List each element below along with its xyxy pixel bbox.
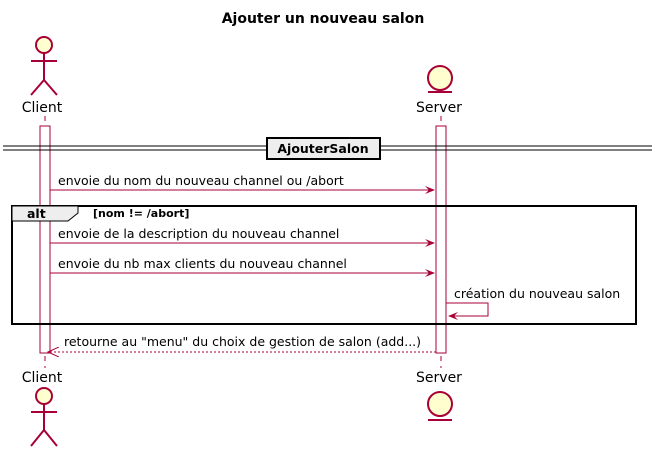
alt-fragment: alt [nom != /abort] <box>11 205 637 325</box>
alt-fragment-frame <box>11 205 637 325</box>
client-actor-top: Client <box>22 36 63 116</box>
alt-fragment-tab <box>11 205 79 222</box>
message-1-label: envoie du nom du nouveau channel ou /abo… <box>58 173 344 188</box>
message-5-label: retourne au "menu" du choix de gestion d… <box>64 334 421 349</box>
alt-guard: [nom != /abort] <box>93 207 189 220</box>
divider-ajoutersalon: AjouterSalon <box>3 137 652 160</box>
actor-icon <box>30 387 58 447</box>
diagram-title: Ajouter un nouveau salon <box>222 11 425 27</box>
message-3-label: envoie du nb max clients du nouveau chan… <box>58 256 347 271</box>
divider-label: AjouterSalon <box>277 141 368 156</box>
entity-icon <box>427 391 453 421</box>
server-label-top: Server <box>416 100 462 116</box>
client-activation-bar <box>39 125 51 354</box>
client-actor-bottom: Client <box>22 370 63 447</box>
message-4-arrow <box>446 302 489 320</box>
client-label-top: Client <box>22 100 63 116</box>
message-2-label: envoie de la description du nouveau chan… <box>58 226 339 241</box>
server-entity-top: Server <box>416 65 462 116</box>
entity-icon <box>427 65 453 93</box>
server-label-bottom: Server <box>416 370 462 386</box>
message-4-label: création du nouveau salon <box>454 286 620 301</box>
alt-keyword: alt <box>27 206 46 221</box>
server-activation-bar <box>435 125 447 354</box>
actor-icon <box>30 36 58 96</box>
server-entity-bottom: Server <box>416 370 462 421</box>
client-label-bottom: Client <box>22 370 63 386</box>
